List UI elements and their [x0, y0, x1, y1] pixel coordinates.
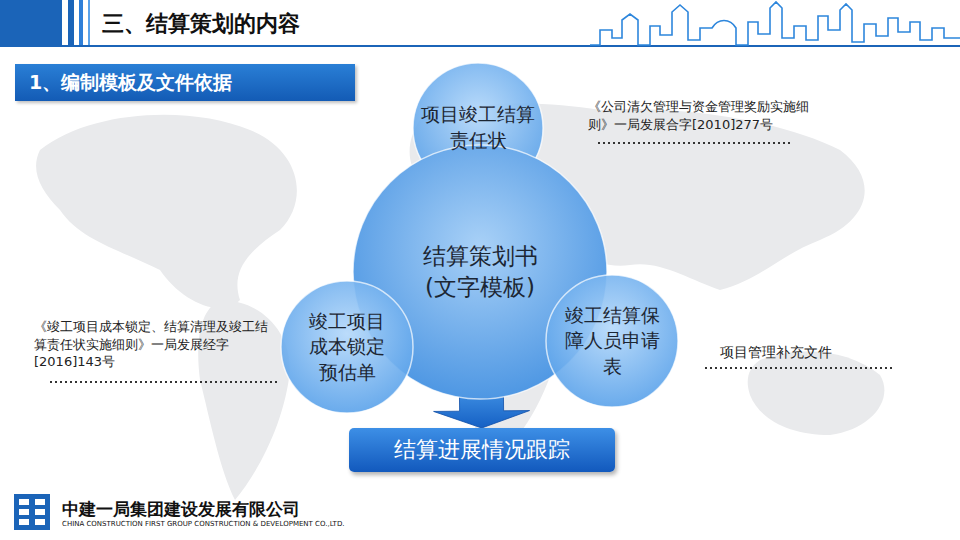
header-rule [0, 45, 960, 47]
node-text: 结算策划书 (文字模板) [416, 241, 544, 303]
note-underline [598, 142, 790, 144]
header-bar [79, 0, 83, 45]
skyline [590, 2, 960, 45]
company-logo [14, 494, 50, 530]
company-name: 中建一局集团建设发展有限公司 [62, 498, 300, 521]
note-underline [705, 367, 892, 369]
circle-node: 竣工项目成本锁定预估单 [280, 280, 414, 414]
page-title: 三、结算策划的内容 [102, 9, 300, 39]
reference-note: 项目管理补充文件 [720, 343, 832, 362]
header-bar [88, 0, 90, 45]
process-box: 结算进展情况跟踪 [349, 428, 615, 472]
section-band: 1、编制模板及文件依据 [15, 64, 355, 101]
reference-note: 《公司清欠管理与资金管理奖励实施细则》一局发展合字[2010]277号 [588, 98, 820, 133]
node-text: 项目竣工结算责任状 [420, 102, 536, 153]
circle-node: 竣工结算保障人员申请表 [545, 274, 679, 408]
node-text: 1、编制模板及文件依据 [29, 70, 232, 96]
header-bar [68, 0, 74, 45]
node-text: 竣工结算保障人员申请表 [560, 303, 664, 380]
node-text: 结算进展情况跟踪 [394, 435, 570, 465]
header-block [0, 0, 62, 45]
node-text: 竣工项目成本锁定预估单 [304, 309, 390, 386]
note-underline [50, 381, 278, 383]
reference-note: 《竣工项目成本锁定、结算清理及竣工结算责任状实施细则》一局发展经字[2016]1… [34, 318, 270, 371]
company-name: CHINA CONSTRUCTION FIRST GROUP CONSTRUCT… [62, 520, 345, 529]
world-map [36, 103, 884, 500]
